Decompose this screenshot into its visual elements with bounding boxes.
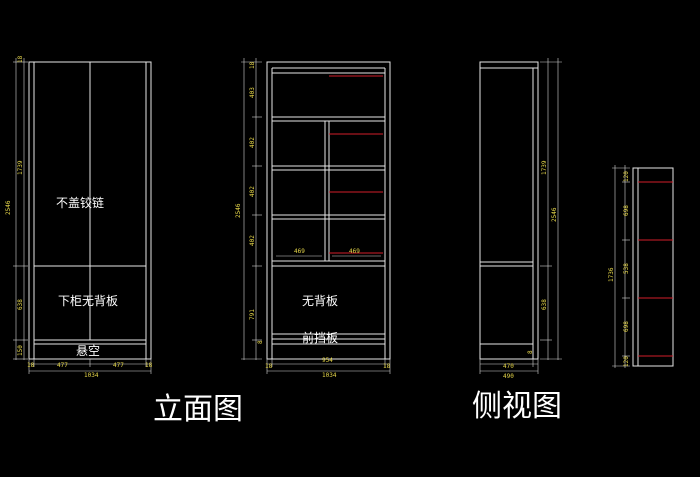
- side-outline: [479, 61, 539, 360]
- dim-top-18: 18: [17, 55, 24, 63]
- label-no-cover-hinge: 不盖铰链: [56, 195, 104, 210]
- dim-lower-638: 638: [17, 299, 24, 310]
- dim-total-2546: 2546: [5, 200, 12, 215]
- dim-total-width-1034: 1034: [84, 372, 99, 379]
- caption-elevation: 立面图: [153, 392, 243, 427]
- interior-elevation: 469 469 18 403 402 402 402 2546 791 8 18…: [235, 58, 391, 379]
- dim-door-477-right: 477: [113, 362, 124, 369]
- dim-bay-469-left: 469: [294, 248, 305, 255]
- dim-upper-1739: 1739: [541, 160, 548, 175]
- interior-outline: [266, 61, 391, 360]
- label-lower-no-back: 下柜无背板: [58, 294, 118, 308]
- side-view: 1739 2546 638 8 470 490: [479, 58, 562, 380]
- dim-gap-8: 8: [527, 350, 534, 354]
- dim-698-a: 698: [623, 205, 630, 216]
- dim-side-18-left: 18: [265, 363, 273, 370]
- label-no-back: 无背板: [302, 294, 338, 308]
- dim-lower-638: 638: [541, 299, 548, 310]
- dim-total-2546: 2546: [551, 207, 558, 222]
- dim-total-1736: 1736: [608, 267, 615, 282]
- dim-side-18-right: 18: [383, 363, 391, 370]
- dim-bay-469-right: 469: [349, 248, 360, 255]
- front-elevation: 18 1739 2546 638 150 18 477 477 18 1034 …: [5, 55, 153, 379]
- small-panel-outline: [632, 167, 674, 367]
- dim-door-477-left: 477: [57, 362, 68, 369]
- dim-total-width-1034: 1034: [322, 372, 337, 379]
- label-suspended: 悬空: [76, 344, 100, 358]
- dim-120-top: 120: [623, 171, 630, 182]
- dim-top-18: 18: [249, 61, 256, 69]
- dim-gap-8: 8: [257, 340, 264, 344]
- dim-side-18-right: 18: [145, 362, 153, 369]
- small-panel-view: 120 698 1736 538 698 120: [608, 165, 674, 368]
- caption-side-view: 侧视图: [472, 389, 562, 424]
- dim-depth-470: 470: [503, 363, 514, 370]
- dim-bay-402-b: 402: [249, 186, 256, 197]
- dim-upper-1739: 1739: [17, 160, 24, 175]
- dim-total-2546: 2546: [235, 203, 242, 218]
- dim-depth-490: 490: [503, 373, 514, 380]
- dim-lower-791: 791: [249, 309, 256, 320]
- dim-698-b: 698: [623, 321, 630, 332]
- label-front-panel: 前挡板: [302, 330, 338, 345]
- dim-bay-402-a: 402: [249, 137, 256, 148]
- dim-bay-402-c: 402: [249, 235, 256, 246]
- dim-bay-403: 403: [249, 87, 256, 98]
- dim-120-bottom: 120: [623, 356, 630, 367]
- dim-inner-954: 954: [322, 357, 333, 364]
- dim-side-18-left: 18: [27, 362, 35, 369]
- dim-bottom-150: 150: [17, 345, 24, 356]
- dim-538: 538: [623, 263, 630, 274]
